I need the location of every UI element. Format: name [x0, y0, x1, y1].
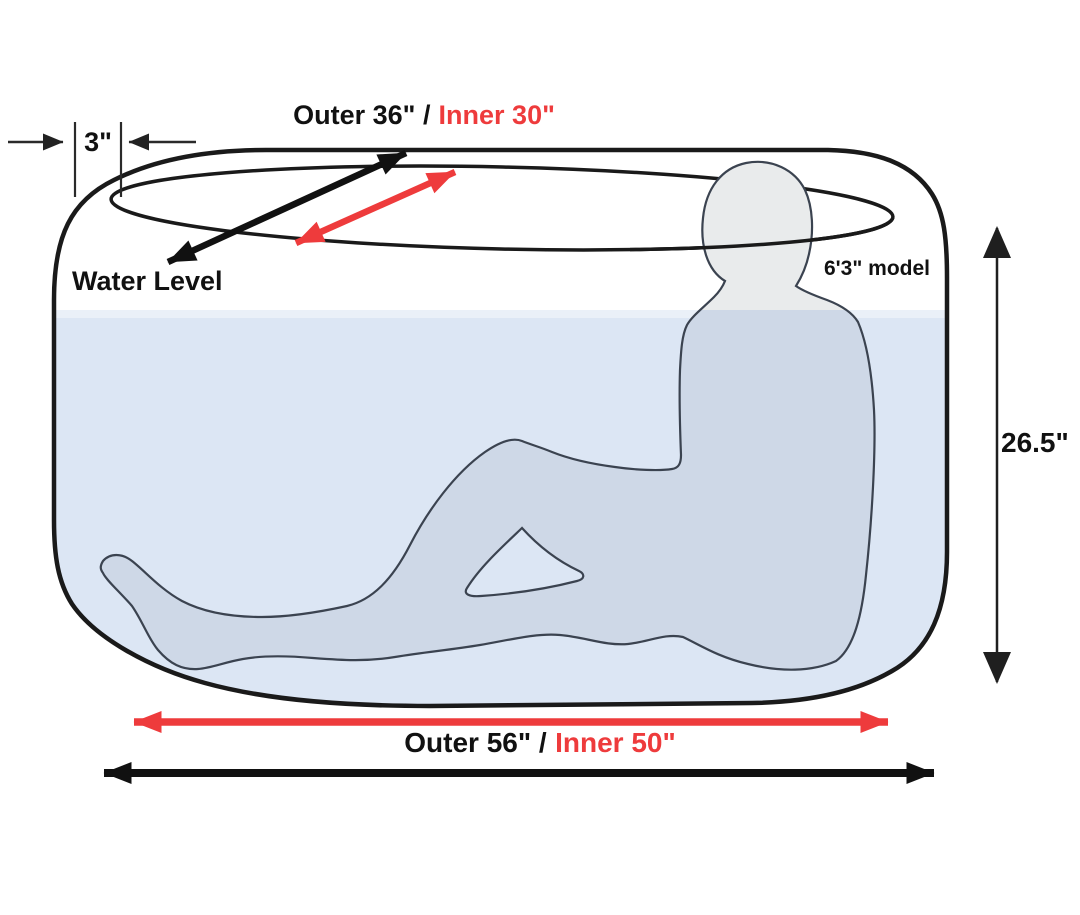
bottom-width-outer-text: Outer 56" /: [404, 727, 547, 758]
person-head-above-water: [700, 161, 847, 310]
person-silhouette: [99, 160, 876, 671]
model-height-label: 6'3" model: [824, 257, 930, 280]
tub-outline: [51, 147, 950, 709]
top-width-label: Outer 36" /Inner 30": [278, 101, 570, 129]
inner-width-arrow: [294, 169, 457, 246]
wall-thickness-dimension: [8, 122, 196, 197]
water-surface-band: [54, 310, 947, 318]
water-level-label: Water Level: [72, 266, 223, 296]
wall-thickness-label: 3": [84, 127, 112, 157]
tub-height-label: 26.5": [1001, 427, 1069, 458]
bottom-width-label: Outer 56" / Inner 50": [380, 728, 700, 757]
top-width-outer-text: Outer 36" /: [293, 100, 431, 130]
person-outline: [99, 160, 876, 671]
person-body-submerged: [100, 310, 875, 670]
bottom-width-inner-text: Inner 50": [555, 727, 676, 758]
top-width-inner-text: Inner 30": [438, 100, 555, 130]
tub-opening-rim: [109, 164, 895, 252]
outer-width-arrow: [166, 150, 408, 265]
